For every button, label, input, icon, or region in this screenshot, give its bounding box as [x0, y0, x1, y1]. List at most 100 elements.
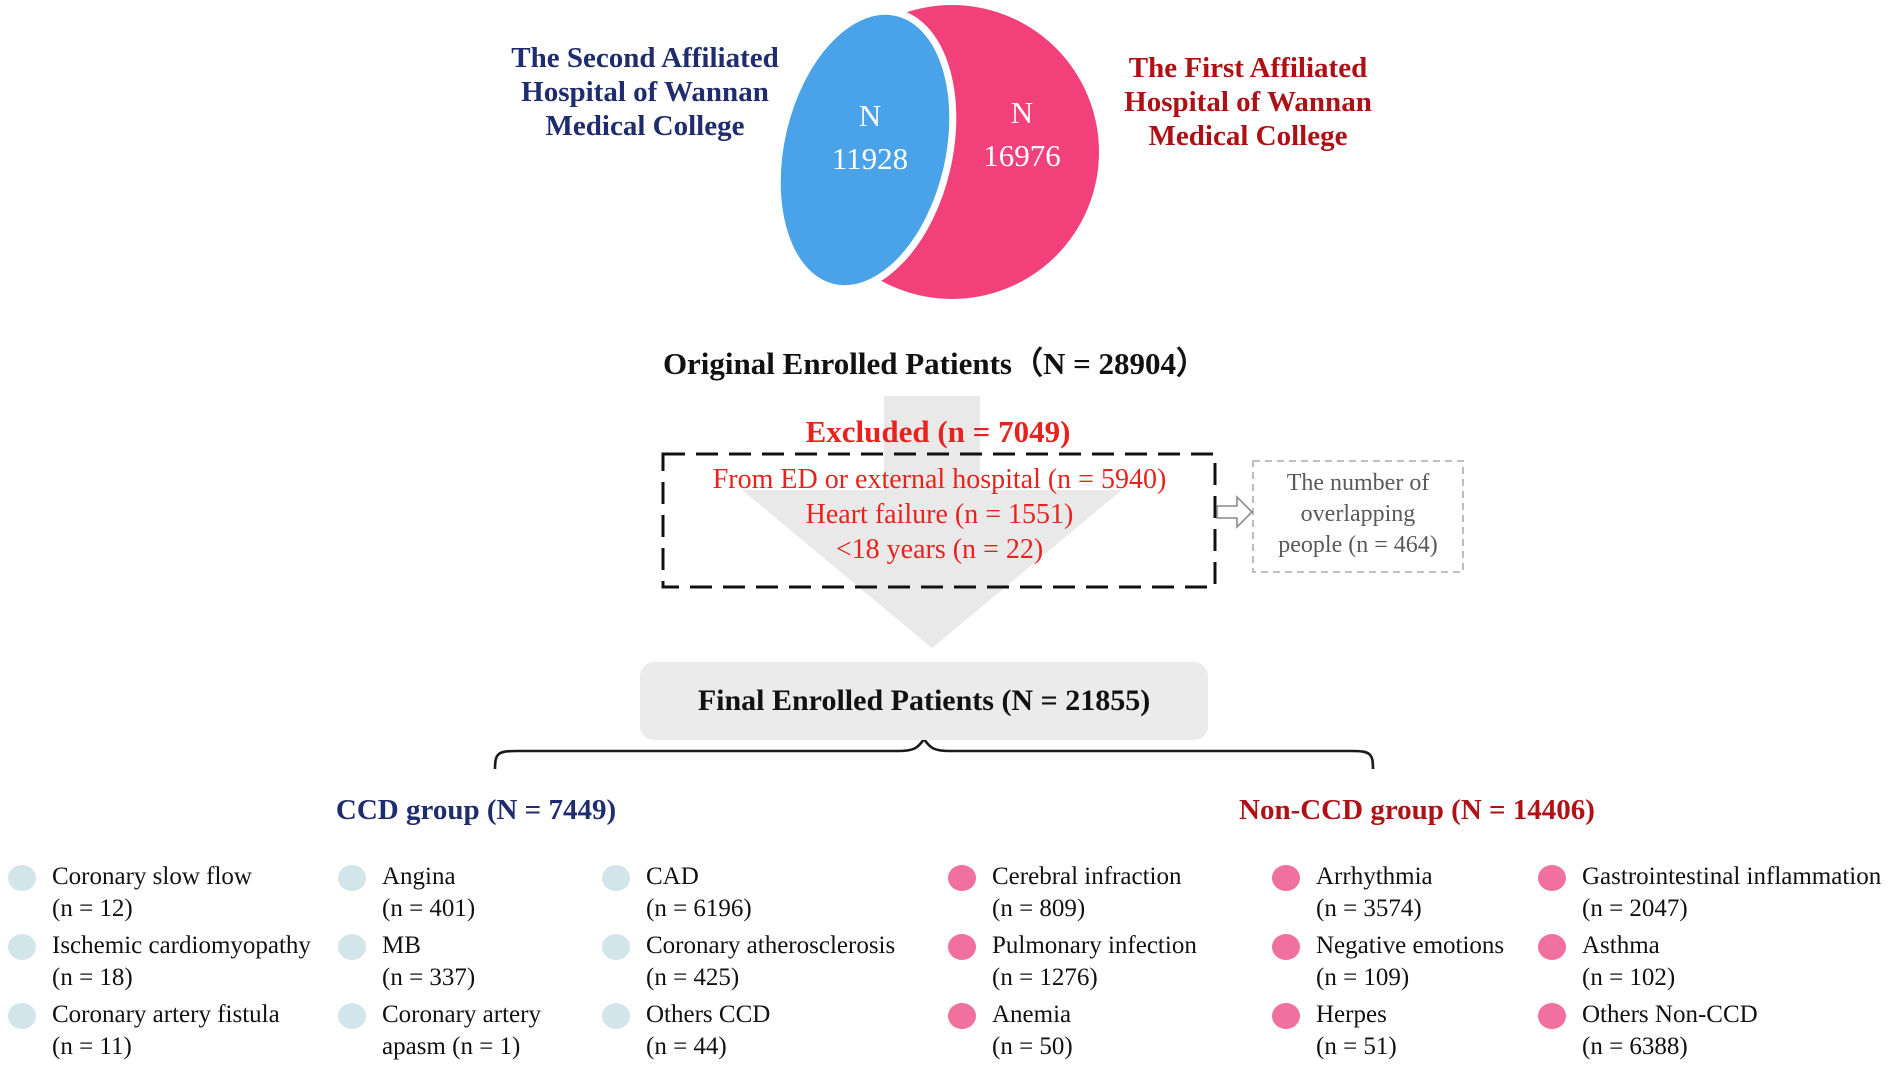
item-name: Gastrointestinal inflammation [1582, 863, 1882, 890]
non-ccd-group-label: Non-CCD group (N = 14406) [1239, 794, 1595, 826]
excluded-item: Heart failure (n = 1551) [805, 499, 1074, 530]
left-hospital-line: Hospital of Wannan [521, 76, 769, 108]
left-hospital-line: The Second Affiliated [511, 42, 779, 74]
non-ccd-dot-icon [1272, 1003, 1300, 1029]
item-count: (n = 1276) [992, 964, 1098, 991]
item-count: (n = 809) [992, 895, 1086, 922]
blue-circle-value: 11928 [831, 141, 909, 176]
non-ccd-dot-icon [1538, 865, 1566, 891]
item-name: Coronary artery [382, 1001, 541, 1028]
item-name: Herpes [1316, 1001, 1387, 1028]
pink-circle-count: N 16976 [952, 91, 1092, 177]
non-ccd-dot-icon [948, 934, 976, 960]
right-hospital-label: The First Affiliated Hospital of Wannan … [1098, 51, 1398, 153]
non-ccd-dot-icon [948, 1003, 976, 1029]
non-ccd-dot-icon [1538, 934, 1566, 960]
list-item: Asthma (n = 102) [1538, 930, 1881, 999]
left-hospital-line: Medical College [545, 110, 745, 142]
ccd-column-3: CAD (n = 6196) Coronary atherosclerosis … [602, 861, 895, 1067]
ccd-dot-icon [338, 865, 366, 891]
item-count: (n = 18) [52, 964, 133, 991]
ccd-dot-icon [602, 865, 630, 891]
non-ccd-column-3: Gastrointestinal inflammation (n = 2047)… [1538, 861, 1881, 1067]
item-name: Asthma [1582, 932, 1660, 959]
blue-circle-n: N [858, 98, 882, 133]
list-item: Gastrointestinal inflammation (n = 2047) [1538, 861, 1881, 930]
item-count: (n = 6196) [646, 895, 752, 922]
venn-blue-circle [773, 7, 957, 293]
item-name: Pulmonary infection [992, 932, 1197, 959]
item-count: (n = 401) [382, 895, 476, 922]
item-count: (n = 12) [52, 895, 133, 922]
right-hospital-line: Hospital of Wannan [1124, 86, 1372, 118]
ccd-dot-icon [338, 934, 366, 960]
ccd-dot-icon [8, 934, 36, 960]
ccd-dot-icon [602, 934, 630, 960]
non-ccd-column-1: Cerebral infraction (n = 809) Pulmonary … [948, 861, 1197, 1067]
final-enrolled-box: Final Enrolled Patients (N = 21855) [640, 662, 1208, 740]
item-name: Angina [382, 863, 456, 890]
item-count: (n = 102) [1582, 964, 1676, 991]
list-item: Coronary artery fistula (n = 11) [8, 999, 311, 1067]
item-count: (n = 11) [52, 1033, 132, 1060]
item-count: (n = 425) [646, 964, 740, 991]
item-name: Coronary artery fistula [52, 1001, 280, 1028]
list-item: Angina (n = 401) [338, 861, 541, 930]
list-item: Herpes (n = 51) [1272, 999, 1504, 1067]
blue-circle-count: N 11928 [800, 94, 940, 180]
item-count: (n = 337) [382, 964, 476, 991]
item-count: (n = 50) [992, 1033, 1073, 1060]
ccd-dot-icon [338, 1003, 366, 1029]
non-ccd-dot-icon [948, 865, 976, 891]
item-name: Negative emotions [1316, 932, 1505, 959]
item-count: (n = 44) [646, 1033, 727, 1060]
list-item: Coronary artery apasm (n = 1) [338, 999, 541, 1067]
final-enrolled-label: Final Enrolled Patients (N = 21855) [697, 684, 1151, 717]
item-count: (n = 6388) [1582, 1033, 1688, 1060]
list-item: MB (n = 337) [338, 930, 541, 999]
list-item: Others CCD (n = 44) [602, 999, 895, 1067]
list-item: Arrhythmia (n = 3574) [1272, 861, 1504, 930]
ccd-dot-icon [602, 1003, 630, 1029]
list-item: Ischemic cardiomyopathy (n = 18) [8, 930, 311, 999]
right-arrow-icon [1216, 495, 1254, 529]
list-item: Negative emotions (n = 109) [1272, 930, 1504, 999]
list-item: Pulmonary infection (n = 1276) [948, 930, 1197, 999]
excluded-item: From ED or external hospital (n = 5940) [712, 464, 1167, 495]
left-hospital-label: The Second Affiliated Hospital of Wannan… [495, 41, 795, 143]
pink-circle-n: N [1010, 95, 1034, 130]
item-count: (n = 51) [1316, 1033, 1397, 1060]
overlap-box-border [1252, 460, 1464, 573]
list-item: Cerebral infraction (n = 809) [948, 861, 1197, 930]
ccd-column-2: Angina (n = 401) MB (n = 337) Coronary a… [338, 861, 541, 1067]
list-item: Coronary slow flow (n = 12) [8, 861, 311, 930]
brace [493, 736, 1375, 770]
overlap-note-line: The number of [1286, 470, 1430, 496]
ccd-dot-icon [8, 1003, 36, 1029]
item-name: CAD [646, 863, 699, 890]
item-name: Anemia [992, 1001, 1072, 1028]
non-ccd-dot-icon [1272, 865, 1300, 891]
pink-circle-value: 16976 [983, 138, 1061, 173]
right-hospital-line: Medical College [1148, 120, 1348, 152]
excluded-box-border [661, 452, 1217, 589]
list-item: Coronary atherosclerosis (n = 425) [602, 930, 895, 999]
item-count: (n = 109) [1316, 964, 1410, 991]
ccd-column-1: Coronary slow flow (n = 12) Ischemic car… [8, 861, 311, 1067]
item-count: (n = 3574) [1316, 895, 1422, 922]
overlap-note-line: people (n = 464) [1278, 532, 1438, 558]
right-hospital-line: The First Affiliated [1128, 52, 1368, 84]
item-name: Cerebral infraction [992, 863, 1182, 890]
excluded-title: Excluded (n = 7049) [805, 414, 1071, 449]
list-item: Others Non-CCD (n = 6388) [1538, 999, 1881, 1067]
list-item: Anemia (n = 50) [948, 999, 1197, 1067]
ccd-dot-icon [8, 865, 36, 891]
original-enrolled-label: Original Enrolled Patients（N = 28904） [662, 346, 1208, 381]
excluded-item: <18 years (n = 22) [835, 534, 1044, 565]
item-name: Others Non-CCD [1582, 1001, 1758, 1028]
item-count: apasm (n = 1) [382, 1033, 521, 1060]
non-ccd-column-2: Arrhythmia (n = 3574) Negative emotions … [1272, 861, 1504, 1067]
excluded-items: From ED or external hospital (n = 5940) … [664, 462, 1215, 567]
